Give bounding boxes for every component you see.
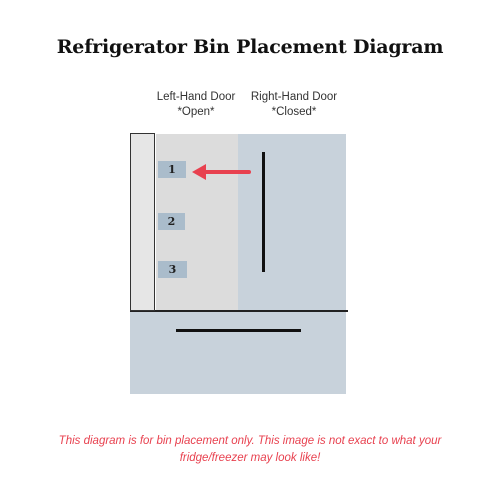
bin-3: 3 [158,261,187,278]
freezer-compartment [130,312,346,394]
freezer-handle [176,329,301,332]
arrow-left-icon [192,164,251,180]
right-door-handle [262,152,265,272]
bin-1: 1 [158,161,186,178]
page-title: Refrigerator Bin Placement Diagram [56,36,444,58]
arrow-head [192,164,206,180]
disclaimer-text: This diagram is for bin placement only. … [58,435,442,464]
right-door-state: *Closed* [271,106,317,118]
right-door-name: Right-Hand Door [250,91,338,103]
left-door-state: *Open* [177,106,215,118]
bin-2: 2 [158,213,185,230]
left-door-name: Left-Hand Door [156,91,236,103]
left-door-label: Left-Hand Door *Open* [146,90,246,120]
left-door-open-panel [130,133,155,311]
fridge-freezer-divider [130,310,348,312]
right-door-label: Right-Hand Door *Closed* [244,90,344,120]
fridge-right-compartment [238,134,346,311]
